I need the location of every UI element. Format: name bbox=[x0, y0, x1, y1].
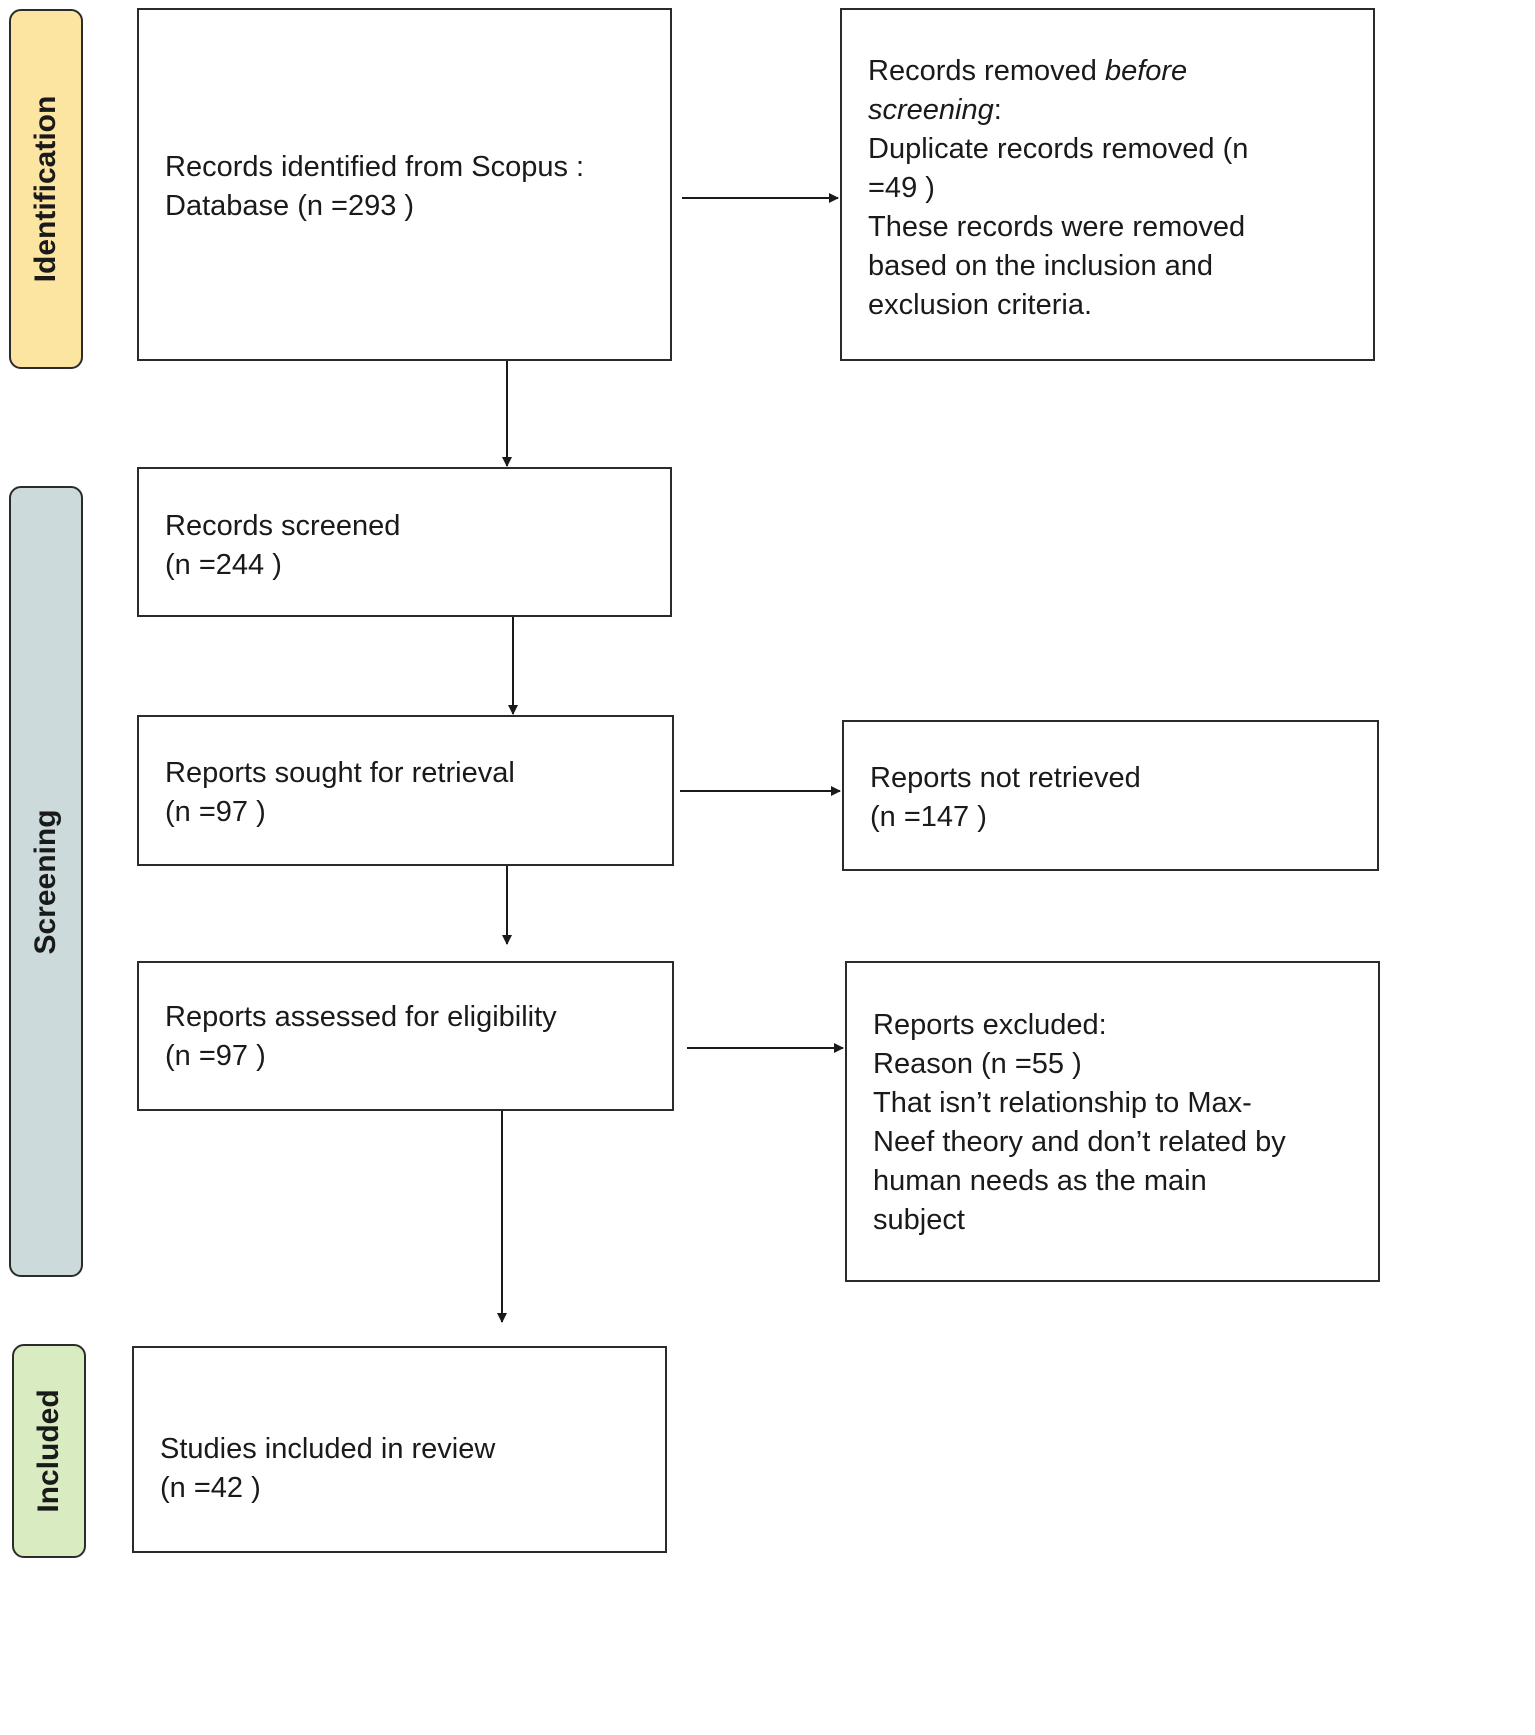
identification-phase-bar: Identification bbox=[9, 9, 83, 369]
duplicates-removed-count: =49 ) bbox=[868, 172, 935, 204]
exclusion-reason-line1: That isn’t relationship to Max- bbox=[873, 1087, 1252, 1119]
records-identified-source: Records identified from Scopus : bbox=[165, 151, 585, 183]
records-removed-heading-line2: screening: bbox=[868, 94, 1002, 126]
reports-sought-box: Reports sought for retrieval (n =97 ) bbox=[137, 715, 674, 866]
reports-excluded-box: Reports excluded: Reason (n =55 ) That i… bbox=[845, 961, 1380, 1282]
records-identified-box: Records identified from Scopus : Databas… bbox=[137, 8, 672, 361]
records-removed-box: Records removed before screening: Duplic… bbox=[840, 8, 1375, 361]
reports-sought-label: Reports sought for retrieval bbox=[165, 757, 515, 789]
studies-included-box: Studies included in review (n =42 ) bbox=[132, 1346, 667, 1553]
included-phase-bar: Included bbox=[12, 1344, 86, 1558]
records-identified-count: Database (n =293 ) bbox=[165, 190, 415, 222]
reports-sought-count: (n =97 ) bbox=[165, 796, 266, 828]
reports-not-retrieved-label: Reports not retrieved bbox=[870, 762, 1141, 794]
reports-assessed-count: (n =97 ) bbox=[165, 1040, 266, 1072]
reports-not-retrieved-box: Reports not retrieved (n =147 ) bbox=[842, 720, 1379, 871]
exclusion-reason-line4: subject bbox=[873, 1204, 965, 1236]
reports-excluded-count: Reason (n =55 ) bbox=[873, 1048, 1082, 1080]
exclusion-reason-line2: Neef theory and don’t related by bbox=[873, 1126, 1286, 1158]
records-screened-count: (n =244 ) bbox=[165, 549, 282, 581]
reports-assessed-label: Reports assessed for eligibility bbox=[165, 1001, 557, 1033]
reports-excluded-label: Reports excluded: bbox=[873, 1009, 1107, 1041]
records-screened-box: Records screened (n =244 ) bbox=[137, 467, 672, 617]
criteria-note-line3: exclusion criteria. bbox=[868, 289, 1093, 321]
screening-phase-bar: Screening bbox=[9, 486, 83, 1277]
flow-arrows bbox=[497, 193, 844, 1323]
studies-included-count: (n =42 ) bbox=[160, 1472, 261, 1504]
studies-included-label: Studies included in review bbox=[160, 1433, 496, 1465]
criteria-note-line1: These records were removed bbox=[868, 211, 1246, 243]
criteria-note-line2: based on the inclusion and bbox=[868, 250, 1214, 282]
records-screened-label: Records screened bbox=[165, 510, 401, 542]
duplicates-removed-text: Duplicate records removed (n bbox=[868, 133, 1249, 165]
reports-not-retrieved-count: (n =147 ) bbox=[870, 801, 987, 833]
exclusion-reason-line3: human needs as the main bbox=[873, 1165, 1207, 1197]
reports-assessed-box: Reports assessed for eligibility (n =97 … bbox=[137, 961, 674, 1111]
records-removed-heading-line1: Records removed before bbox=[868, 55, 1188, 87]
